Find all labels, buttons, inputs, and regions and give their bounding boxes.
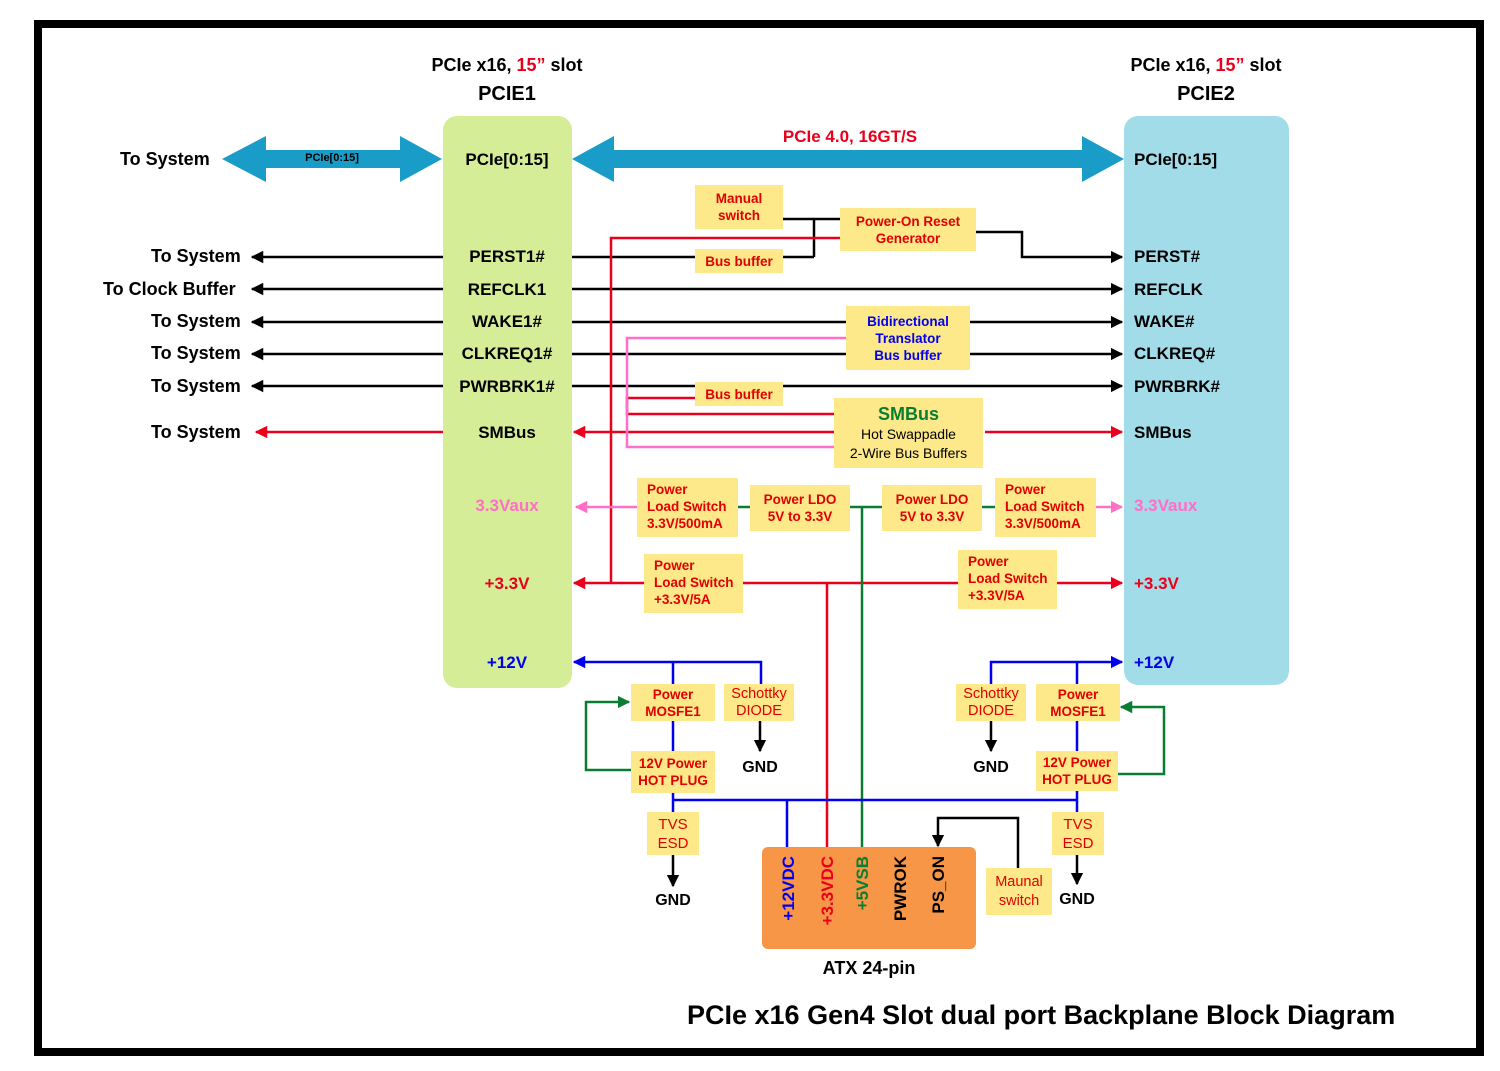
slot1-pin-clkreq: CLKREQ1# <box>461 344 553 363</box>
gnd-schottky-left: GND <box>742 759 778 776</box>
slot1-caption: PCIe x16, 15” slot <box>431 55 583 75</box>
bus-arrow-pcie <box>572 136 1124 182</box>
slot2-pin-3v3: +3.3V <box>1134 574 1179 593</box>
slot1-pin-12v: +12V <box>486 653 528 672</box>
slot2-pin-perst: PERST# <box>1134 247 1201 266</box>
left-label-system-wake: To System <box>151 311 241 331</box>
slot2-pin-pcie: PCIe[0:15] <box>1134 150 1218 169</box>
diagram-frame <box>34 20 1484 1056</box>
left-label-system-clkreq: To System <box>151 343 241 363</box>
slot1-pin-pcie: PCIe[0:15] <box>465 150 549 169</box>
slot1-pin-3v3: +3.3V <box>484 574 530 593</box>
slot2-pin-refclk: REFCLK <box>1134 280 1203 299</box>
slot1-pin-smbus: SMBus <box>478 423 536 442</box>
left-label-system-pwrbrk: To System <box>151 376 241 396</box>
bus-arrow-system <box>222 136 442 182</box>
slot1-pin-wake: WAKE1# <box>472 312 542 331</box>
atx-pin-ps-on: PS_ON <box>929 856 948 914</box>
bus-buffer-box-pwrbrk: Bus buffer <box>695 382 783 406</box>
diagram-title: PCIe x16 Gen4 Slot dual port Backplane B… <box>687 1000 1396 1030</box>
slot2-pin-12v: +12V <box>1134 653 1175 672</box>
left-label-clock-buffer: To Clock Buffer <box>103 279 236 299</box>
atx-pin-pwrok: PWROK <box>891 856 910 922</box>
atx-connector <box>762 847 976 949</box>
slot-pcie2 <box>1124 116 1289 685</box>
left-label-system-perst: To System <box>151 246 241 266</box>
gnd-schottky-right: GND <box>973 759 1009 776</box>
slot1-pin-refclk: REFCLK1 <box>467 280 547 299</box>
slot2-caption: PCIe x16, 15” slot <box>1130 55 1282 75</box>
atx-pin-12vdc: +12VDC <box>779 856 798 921</box>
atx-pin-5vsb: +5VSB <box>853 856 872 911</box>
bus-label-small: PCIe[0:15] <box>305 152 359 164</box>
slot1-pin-perst: PERST1# <box>469 247 545 266</box>
gnd-tvs-right: GND <box>1059 891 1095 908</box>
slot1-name: PCIE1 <box>478 83 536 105</box>
slot2-pin-wake: WAKE# <box>1134 312 1195 331</box>
bus-buffer-box-perst: Bus buffer <box>695 249 783 273</box>
slot2-pin-smbus: SMBus <box>1134 423 1192 442</box>
gnd-tvs-left: GND <box>655 892 691 909</box>
slot1-pin-vaux: 3.3Vaux <box>475 496 539 515</box>
slot2-pin-clkreq: CLKREQ# <box>1134 344 1216 363</box>
left-label-system-smbus: To System <box>151 422 241 442</box>
slot2-pin-vaux: 3.3Vaux <box>1134 496 1198 515</box>
slot-pcie1 <box>443 116 572 688</box>
atx-label: ATX 24-pin <box>822 958 916 978</box>
slot2-name: PCIE2 <box>1177 83 1235 105</box>
slot1-pin-pwrbrk: PWRBRK1# <box>459 377 555 396</box>
slot2-pin-pwrbrk: PWRBRK# <box>1134 377 1220 396</box>
atx-pin-3v3dc: +3.3VDC <box>818 856 837 926</box>
bus-label-pcie4: PCIe 4.0, 16GT/S <box>782 127 918 146</box>
left-label-system-pcie: To System <box>120 149 210 169</box>
